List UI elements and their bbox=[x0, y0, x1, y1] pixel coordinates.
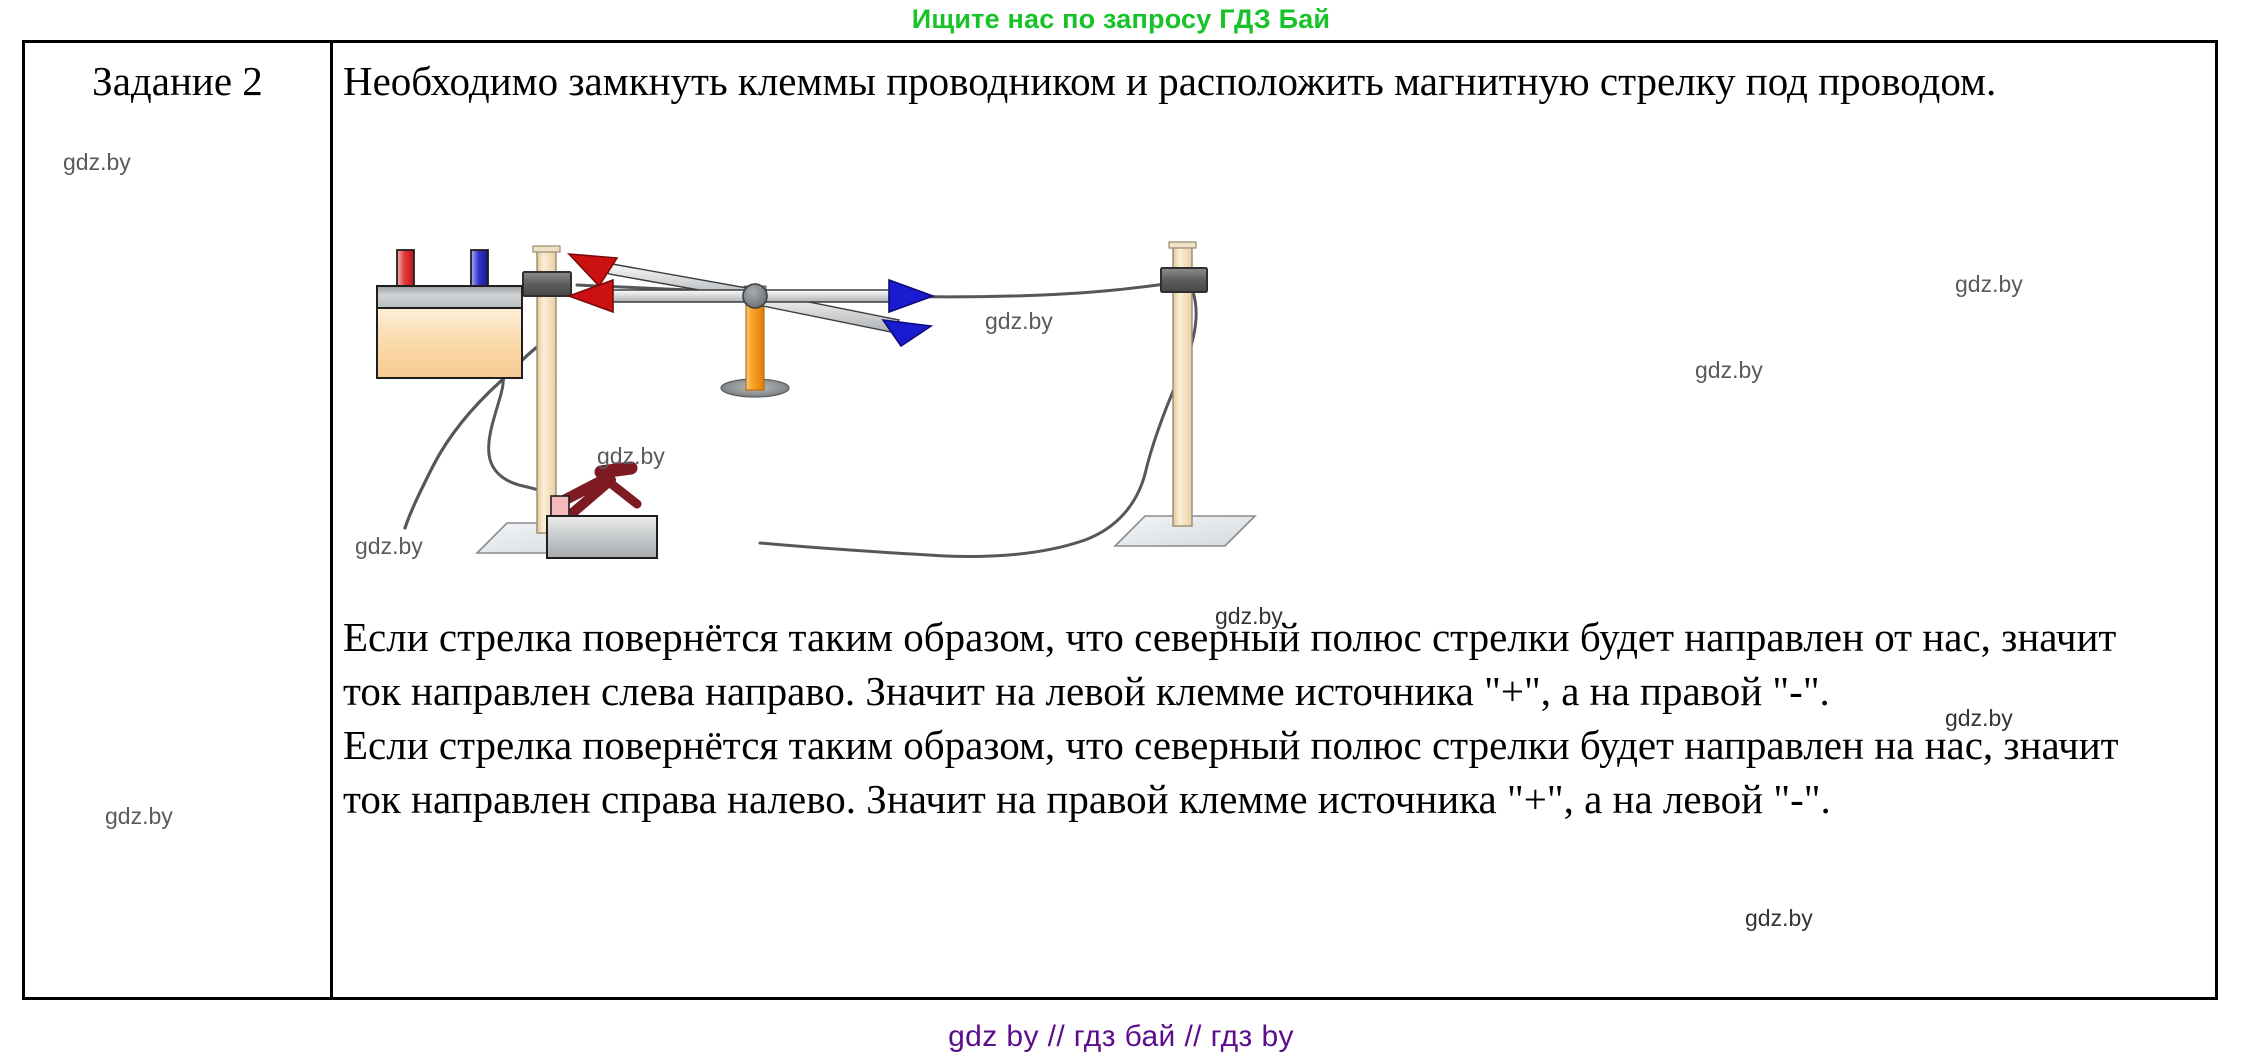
site-promo-banner: Ищите нас по запросу ГДЗ Бай bbox=[0, 0, 2242, 38]
switch-key bbox=[546, 461, 658, 559]
table-column-divider bbox=[330, 43, 333, 997]
intro-line-2: стрелку под проводом. bbox=[1599, 58, 1997, 104]
needle-south-arrowhead-2 bbox=[888, 278, 936, 314]
watermark: gdz.by bbox=[1745, 905, 1813, 931]
intro-paragraph: Необходимо замкнуть клеммы проводником и… bbox=[343, 55, 2183, 107]
switch-base bbox=[546, 515, 658, 559]
footer-text: gdz by // гдз бай // гдз by bbox=[948, 1020, 1294, 1053]
banner-text: Ищите нас по запросу ГДЗ Бай bbox=[911, 3, 1331, 34]
site-footer: gdz by // гдз бай // гдз by bbox=[0, 1020, 2242, 1054]
conductor-wire bbox=[403, 280, 1198, 558]
task-number-label: Задание 2 bbox=[92, 58, 263, 104]
watermark: gdz.by bbox=[597, 443, 665, 469]
watermark: gdz.by bbox=[1215, 603, 1283, 629]
physics-diagram bbox=[355, 228, 1355, 618]
needle-horizontal bbox=[566, 278, 936, 314]
needle-pivot-hub bbox=[742, 283, 768, 309]
needle-stand bbox=[720, 285, 790, 398]
needle-south-arrowhead bbox=[881, 318, 934, 348]
watermark: gdz.by bbox=[1945, 705, 2013, 731]
watermark: gdz.by bbox=[355, 533, 423, 559]
answer-text: Если стрелка повернётся таким образом, ч… bbox=[343, 610, 2183, 826]
watermark: gdz.by bbox=[105, 803, 173, 829]
watermark: gdz.by bbox=[985, 308, 1053, 334]
watermark: gdz.by bbox=[63, 149, 131, 175]
battery-source bbox=[376, 249, 523, 379]
watermark: gdz.by bbox=[1695, 357, 1763, 383]
needle-north-arrowhead-2 bbox=[566, 278, 614, 314]
answer-paragraph-1: Если стрелка повернётся таким образом, ч… bbox=[343, 614, 2117, 715]
exercise-table: Задание 2 Необходимо замкнуть клеммы про… bbox=[22, 40, 2218, 1000]
needle-north-arrowhead bbox=[566, 253, 619, 288]
watermark: gdz.by bbox=[1955, 271, 2023, 297]
answer-paragraph-2: Если стрелка повернётся таким образом, ч… bbox=[343, 722, 2119, 823]
magnetic-needle-compass bbox=[566, 253, 936, 348]
intro-line-1: Необходимо замкнуть клеммы проводником и… bbox=[343, 58, 1590, 104]
right-stand-post bbox=[1113, 241, 1257, 547]
